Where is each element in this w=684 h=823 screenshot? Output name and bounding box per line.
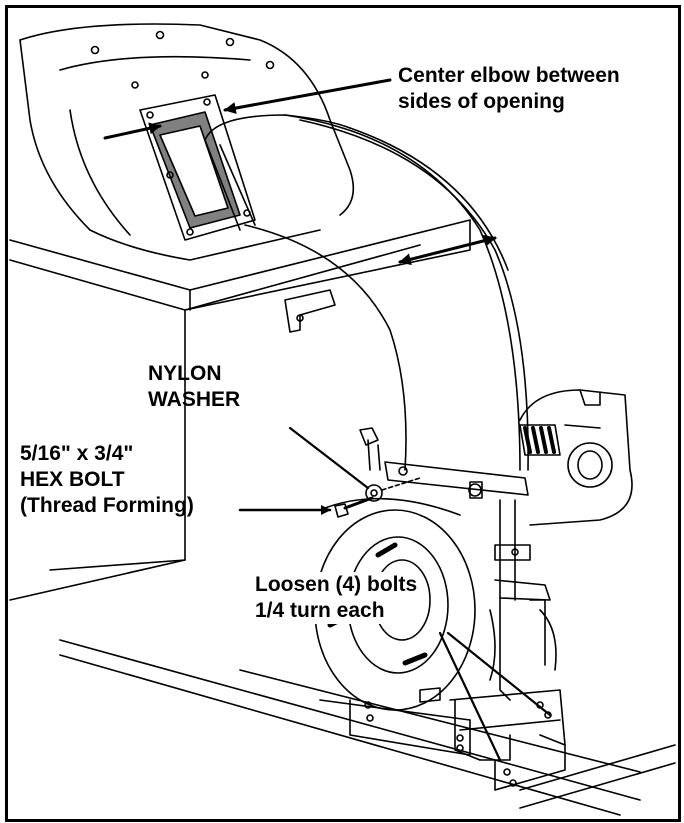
- floor-rails: [59, 639, 676, 816]
- hex-bolt-line-1: 5/16" x 3/4": [20, 442, 134, 465]
- chute-elbow: [204, 114, 529, 471]
- lever-handle: [359, 427, 381, 471]
- bolts-leader-line-2: [446, 631, 552, 717]
- hopper-cover: [19, 23, 355, 261]
- hex-bolt-line-3: (Thread Forming): [20, 494, 194, 517]
- nylon-washer-part: [365, 484, 383, 502]
- loosen-bolts-line-1: Loosen (4) bolts: [255, 573, 418, 596]
- hex-bolt-line-2: HEX BOLT: [20, 468, 125, 491]
- elbow-center-line-2: sides of opening: [398, 90, 565, 113]
- nylon-washer-line-1: NYLON: [148, 362, 222, 385]
- discharge-opening-flange: [139, 94, 256, 241]
- opening-pointer-arrow: [103, 122, 162, 140]
- callout-pointers: [103, 78, 552, 762]
- support-bracket: [284, 289, 336, 333]
- hex-bolt-callout: 5/16" x 3/4" HEX BOLT (Thread Forming): [20, 441, 194, 519]
- loosen-bolts-line-2: 1/4 turn each: [255, 599, 385, 622]
- adjust-motion-arrow: [398, 234, 497, 266]
- alignment-dash: [381, 477, 421, 491]
- nylon-washer-callout: NYLON WASHER: [148, 361, 240, 413]
- elbow-pointer-arrow: [223, 78, 392, 114]
- bolts-leader-line-1: [438, 631, 502, 762]
- engine: [519, 389, 633, 526]
- elbow-center-line-1: Center elbow between: [398, 64, 620, 87]
- elbow-center-callout: Center elbow between sides of opening: [398, 63, 620, 115]
- washer-leader-line: [288, 426, 370, 490]
- hex-bolt-part: [334, 496, 374, 518]
- loosen-bolts-callout: Loosen (4) bolts 1/4 turn each: [255, 572, 418, 624]
- nylon-washer-line-2: WASHER: [148, 388, 241, 411]
- right-mount-bracket: [449, 499, 566, 791]
- clamp-band: [384, 461, 529, 499]
